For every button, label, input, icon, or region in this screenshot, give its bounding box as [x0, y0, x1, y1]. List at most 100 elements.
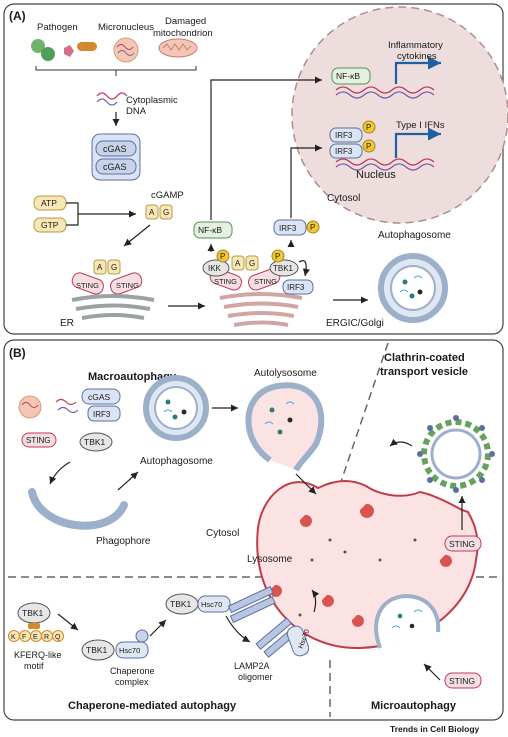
kferq-f: F: [22, 634, 26, 641]
nfkb-label: NF-κB: [198, 225, 222, 235]
sting-micro: [444, 672, 482, 689]
tbk1-cma-2-label: TBK1: [86, 645, 108, 655]
irf3-nuc-1-label: IRF3: [335, 131, 353, 140]
p-tbk1-label: P: [275, 252, 280, 261]
cgas-top: [95, 140, 137, 157]
panel-a-label: (A): [9, 9, 26, 23]
clathrin-vesicle: [421, 419, 491, 489]
gtp-label: GTP: [41, 220, 59, 230]
tbk1-b: [79, 432, 113, 452]
nfkb-box: [193, 221, 233, 239]
clathrin-label-1: Clathrin-coated: [384, 352, 465, 364]
sting-clathrin: [444, 535, 482, 552]
hsc70-3: [286, 625, 310, 657]
autophagosome-b-label: Autophagosome: [140, 456, 213, 467]
p-irf3-free: P: [310, 223, 315, 232]
dna-nucleus-1: [335, 86, 435, 99]
cgamp-label: cGAMP: [151, 190, 184, 201]
cma-label: Chaperone-mediated autophagy: [68, 700, 237, 712]
tbk1-a-label: TBK1: [273, 264, 294, 273]
irf3-free-label: IRF3: [279, 224, 297, 233]
damaged-label: Damaged: [165, 16, 206, 27]
er-sting-1: STING: [76, 281, 99, 290]
cargo-autolyso: [264, 401, 295, 435]
cytoplasmic-label: Cytoplasmic: [126, 95, 178, 106]
tbk1-cma-3-label: TBK1: [170, 599, 192, 609]
dna-nucleus-2: [335, 158, 435, 171]
er-label: ER: [60, 318, 74, 329]
kferq-k: K: [11, 634, 16, 641]
sting-b-label: STING: [26, 436, 50, 445]
nfkb-nucleus-label: NF-κB: [336, 71, 360, 81]
er-membrane: [71, 294, 155, 320]
lysosome-enzymes: [269, 503, 452, 627]
p-tbk1: [271, 249, 285, 263]
micro-label: Microautophagy: [371, 700, 457, 712]
er-a: A: [97, 263, 103, 272]
irf3-free: [273, 219, 307, 236]
cargo-a: [399, 275, 423, 299]
sting-dimer-er: [71, 259, 143, 295]
pathogen-label: Pathogen: [37, 22, 78, 33]
inflammatory-label: Inflammatory: [388, 40, 443, 51]
cgas-label-2: cGAS: [103, 162, 127, 172]
mid-g: G: [249, 259, 255, 268]
tbk1-cma-2: [81, 639, 115, 661]
irf3-b-label: IRF3: [93, 410, 111, 419]
lamp2a-label-2: oligomer: [238, 672, 273, 682]
micronucleus-label: Micronucleus: [98, 22, 154, 33]
mid-sting-2: STING: [254, 277, 277, 286]
atp-label: ATP: [41, 198, 57, 208]
kferq-r: R: [44, 634, 49, 641]
nfkb-nucleus: [331, 67, 371, 85]
p-nuc-2: P: [366, 142, 371, 151]
mitochondrion-label: mitochondrion: [153, 28, 213, 39]
cgamp-g: G: [163, 208, 169, 217]
cgas-b: [81, 388, 121, 405]
mid-sting-1: STING: [214, 277, 237, 286]
sting-micro-label: STING: [449, 676, 475, 686]
dna-b: [18, 395, 79, 419]
micronucleus-icon: [113, 37, 139, 63]
nucleus-label: Nucleus: [356, 169, 396, 181]
hsc70-1: [115, 641, 149, 659]
autophagosome-a-label: Autophagosome: [378, 230, 451, 241]
kferq-motif: K F E R Q: [8, 630, 64, 642]
irf3-nuc-1: [329, 127, 363, 143]
tbk1-b-label: TBK1: [84, 437, 106, 447]
ikk: [202, 259, 230, 277]
cytokines-label: cytokines: [397, 51, 437, 62]
dna-label: DNA: [126, 106, 147, 117]
irf3-complex: [282, 279, 314, 295]
hsc70-1-label: Hsc70: [119, 646, 140, 655]
divider-diagonal: [327, 342, 389, 521]
sting-clathrin-label: STING: [449, 539, 475, 549]
p-nuc-1: P: [366, 123, 371, 132]
nucleus: [291, 6, 508, 224]
irf3-complex-label: IRF3: [287, 283, 305, 292]
kferq-label-1: KFERQ-like: [14, 650, 62, 660]
ikk-label: IKK: [208, 264, 222, 273]
lysosome-label: Lysosome: [247, 554, 293, 565]
panel-b-label: (B): [9, 346, 26, 360]
dna-icon: [96, 92, 128, 106]
golgi-membrane: [219, 292, 303, 327]
chaperone-label-1: Chaperone: [110, 666, 155, 676]
clathrin-coat-dots: [417, 415, 495, 493]
autolysosome: [245, 382, 325, 472]
er-sting-2: STING: [116, 281, 139, 290]
p-ikk: [216, 249, 230, 263]
pathogen-icon: [31, 39, 97, 61]
cargo-b: [163, 399, 187, 420]
irf3-b: [87, 405, 121, 422]
cgas-b-label: cGAS: [88, 392, 111, 402]
er-g: G: [111, 263, 117, 272]
kferq-label-2: motif: [24, 661, 44, 671]
kferq-q: Q: [55, 634, 61, 641]
lamp2a-label-1: LAMP2A: [234, 661, 270, 671]
phagophore: [28, 488, 128, 530]
tbk1-a: [269, 259, 299, 277]
clathrin-label-2: transport vesicle: [380, 366, 468, 378]
cytosol-label-a: Cytosol: [327, 193, 360, 204]
